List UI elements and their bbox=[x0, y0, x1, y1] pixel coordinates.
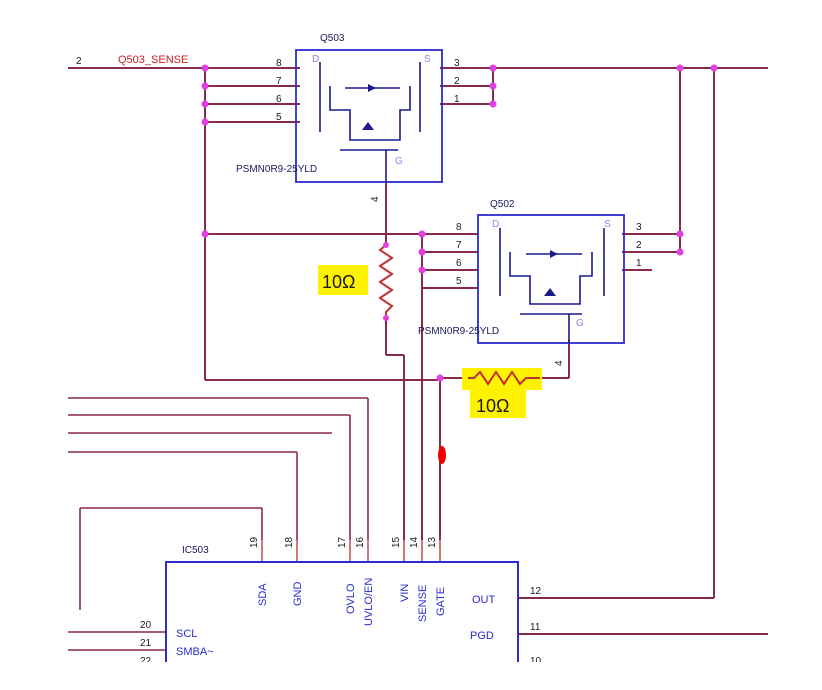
q503-pin-5: 5 bbox=[276, 112, 282, 123]
ic503-pin-out: OUT bbox=[472, 594, 496, 606]
resistor-vertical-value: 10Ω bbox=[322, 272, 355, 292]
q503-source-label: S bbox=[424, 54, 431, 65]
ic503-pin-15-num: 15 bbox=[391, 536, 402, 548]
q503-channel bbox=[329, 86, 411, 141]
q502-pin-3: 3 bbox=[636, 222, 642, 233]
resistor-horizontal-value: 10Ω bbox=[476, 396, 509, 416]
junction-dots bbox=[201, 64, 718, 382]
q502-pin-1: 1 bbox=[636, 258, 642, 269]
q502-diode-icon bbox=[550, 250, 558, 258]
ic503-pin-20-num: 20 bbox=[140, 620, 152, 631]
q503-body bbox=[295, 49, 443, 183]
net-pin-number: 2 bbox=[76, 56, 82, 67]
q503-diode-icon bbox=[368, 84, 376, 92]
ic503-pin-18-num: 18 bbox=[284, 536, 295, 548]
ic503-pin-22-num: 22 bbox=[140, 656, 152, 667]
ic503-pin-12-num: 12 bbox=[530, 586, 542, 597]
q502-body bbox=[477, 214, 625, 344]
ic503-pin-11-num: 11 bbox=[530, 622, 541, 633]
q503-pin-8: 8 bbox=[276, 58, 282, 69]
q502-pin-6: 6 bbox=[456, 258, 462, 269]
ic503-pin-16-num: 16 bbox=[355, 536, 366, 548]
resistor-vertical-highlight bbox=[318, 265, 368, 295]
ic503-pin-gnd: GND bbox=[292, 582, 304, 607]
q502-pin-8: 8 bbox=[456, 222, 462, 233]
q502-pin-2: 2 bbox=[636, 240, 642, 251]
resistor-horizontal-highlight bbox=[470, 390, 526, 418]
q503-ref: Q503 bbox=[320, 33, 345, 44]
ic503-pin-smba: SMBA~ bbox=[176, 646, 214, 658]
ic503-pin-10-num: 10 bbox=[530, 656, 542, 667]
q502-source-label: S bbox=[604, 219, 611, 230]
mosfet-q502[interactable]: Q502 D S G 8 7 6 5 3 2 1 4 PSMN0R9-25YLD bbox=[418, 199, 642, 366]
resistor-horizontal[interactable]: 10Ω bbox=[462, 368, 542, 418]
q502-ref: Q502 bbox=[490, 199, 515, 210]
ic503-pin-uvlo-en: UVLO/EN bbox=[363, 578, 375, 626]
net-label-q503-sense[interactable]: 2 Q503_SENSE bbox=[76, 54, 188, 67]
q502-drain-label: D bbox=[492, 219, 499, 230]
ic503-top-pin-stubs bbox=[261, 540, 441, 562]
q503-pin-3: 3 bbox=[454, 58, 460, 69]
q503-pin-7: 7 bbox=[276, 76, 282, 87]
q503-pin-1: 1 bbox=[454, 94, 460, 105]
q502-gate-label: G bbox=[576, 318, 584, 329]
net-name: Q503_SENSE bbox=[118, 54, 188, 66]
q502-pin-7: 7 bbox=[456, 240, 462, 251]
ic503-pin-vin: VIN bbox=[399, 584, 411, 602]
q502-part-number: PSMN0R9-25YLD bbox=[418, 326, 499, 337]
ic503-pin-17-num: 17 bbox=[337, 536, 348, 548]
q503-pin-6: 6 bbox=[276, 94, 282, 105]
ic503-pin-gate: GATE bbox=[435, 587, 447, 616]
ic503-ref: IC503 bbox=[182, 545, 209, 556]
q503-pin-2: 2 bbox=[454, 76, 460, 87]
q502-pin-4: 4 bbox=[554, 360, 565, 366]
ic503-pin-ovlo: OVLO bbox=[345, 583, 357, 614]
ic503-pin-pgd: PGD bbox=[470, 630, 494, 642]
resistor-vertical-zigzag bbox=[378, 244, 394, 318]
bottom-crop bbox=[0, 662, 822, 690]
resistor-horizontal-zigzag bbox=[468, 370, 540, 386]
probe-marker bbox=[438, 446, 446, 464]
ic503-pin-21-num: 21 bbox=[140, 638, 152, 649]
resistor-vertical[interactable]: 10Ω bbox=[318, 244, 394, 318]
ic503-pin-sda: SDA bbox=[257, 583, 269, 606]
q503-arrow-icon bbox=[362, 122, 374, 130]
q503-pin-4: 4 bbox=[370, 196, 381, 202]
ic503-pin-14-num: 14 bbox=[409, 536, 420, 548]
mosfet-q503[interactable]: Q503 D S G 8 7 6 5 3 2 1 4 PSMN0R9-25YLD bbox=[236, 33, 460, 202]
q502-channel bbox=[509, 252, 593, 305]
q502-arrow-icon bbox=[544, 288, 556, 296]
q503-drain-label: D bbox=[312, 54, 319, 65]
ic503-pin-19-num: 19 bbox=[249, 536, 260, 548]
q502-pin-5: 5 bbox=[456, 276, 462, 287]
ic503-pin-13-num: 13 bbox=[427, 536, 438, 548]
ic503-pin-sense: SENSE bbox=[417, 585, 429, 622]
ic503-pin-scl: SCL bbox=[176, 628, 197, 640]
q503-part-number: PSMN0R9-25YLD bbox=[236, 164, 317, 175]
q503-gate-label: G bbox=[395, 156, 403, 167]
